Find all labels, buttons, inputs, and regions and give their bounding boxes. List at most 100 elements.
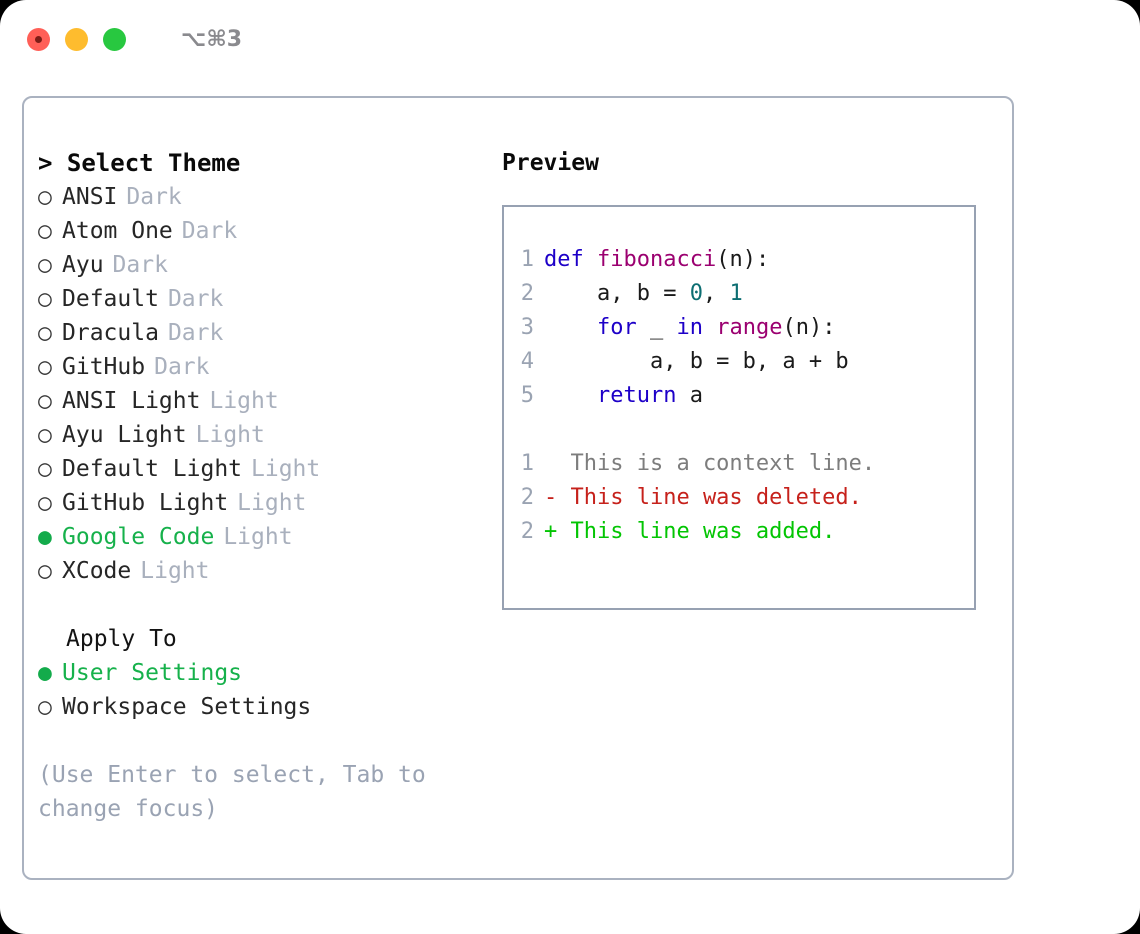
radio-unselected-icon: ○	[38, 320, 52, 346]
apply-to-option-user-settings[interactable]: ● User Settings	[38, 656, 488, 690]
code-line: 1 def fibonacci(n):	[504, 243, 974, 277]
theme-option-label: GitHub Light	[62, 490, 229, 516]
theme-option-variant: Dark	[167, 286, 224, 312]
minimize-button[interactable]	[65, 27, 88, 51]
theme-option-variant: Light	[209, 388, 279, 414]
code-line-text: a, b = b, a + b	[544, 345, 849, 379]
theme-option-ansi[interactable]: ○ ANSI Dark	[38, 180, 488, 214]
code-token-pl	[544, 383, 597, 408]
code-token-pl: a, b =	[544, 281, 690, 306]
code-token-pl: a	[676, 383, 703, 408]
theme-option-label: Dracula	[62, 320, 159, 346]
title-bar: ⌥⌘3	[0, 0, 1140, 78]
code-line-number: 1	[520, 247, 534, 272]
radio-unselected-icon: ○	[38, 252, 52, 278]
theme-option-label: Atom One	[62, 218, 173, 244]
diff-line-text: This is a context line.	[544, 451, 876, 476]
theme-option-variant: Dark	[126, 184, 182, 210]
theme-option-variant: Dark	[181, 218, 238, 244]
apply-to-options-list[interactable]: ● User Settings ○ Workspace Settings	[38, 656, 488, 724]
diff-line-number: 2	[520, 485, 534, 510]
code-token-kw: in	[676, 315, 703, 340]
radio-unselected-icon: ○	[38, 422, 52, 448]
theme-option-label: Default Light	[62, 456, 243, 482]
radio-unselected-icon: ○	[38, 694, 52, 720]
radio-unselected-icon: ○	[38, 184, 52, 210]
code-line: 4 a, b = b, a + b	[504, 345, 974, 379]
code-line-number: 5	[520, 383, 534, 408]
theme-option-variant: Light	[251, 456, 321, 482]
theme-option-variant: Dark	[167, 320, 224, 346]
code-token-pl: ,	[702, 281, 730, 306]
theme-option-variant: Light	[140, 558, 210, 584]
theme-option-variant: Light	[237, 490, 307, 516]
theme-option-default[interactable]: ○ Default Dark	[38, 282, 488, 316]
theme-option-label: Ayu	[62, 252, 104, 278]
code-line-number: 4	[520, 349, 534, 374]
code-token-pl: (n):	[716, 247, 770, 272]
code-token-pl	[544, 315, 597, 340]
code-token-kw: for	[596, 315, 637, 340]
apply-to-option-label: Workspace Settings	[62, 694, 312, 720]
select-theme-heading: > Select Theme	[38, 149, 241, 177]
code-token-fn: fibonacci	[596, 247, 717, 272]
diff-line-text: - This line was deleted.	[544, 485, 862, 510]
keyboard-hint-text: (Use Enter to select, Tab to change focu…	[38, 762, 440, 822]
apply-to-option-label: User Settings	[62, 660, 243, 686]
code-token-kw: return	[596, 383, 677, 408]
radio-selected-icon: ●	[38, 524, 52, 550]
radio-unselected-icon: ○	[38, 456, 52, 482]
radio-unselected-icon: ○	[38, 286, 52, 312]
code-token-num: 1	[729, 281, 743, 306]
code-token-pl: (n):	[782, 315, 836, 340]
diff-sample: 1 This is a context line. 2 - This line wa…	[504, 447, 974, 549]
theme-option-ayu-light[interactable]: ○ Ayu Light Light	[38, 418, 488, 452]
traffic-light-buttons	[27, 27, 126, 51]
theme-option-default-light[interactable]: ○ Default Light Light	[38, 452, 488, 486]
code-token-pl	[703, 315, 716, 340]
code-line-text: def fibonacci(n):	[544, 243, 769, 277]
code-line: 2 a, b = 0, 1	[504, 277, 974, 311]
theme-option-label: ANSI	[62, 184, 118, 210]
code-token-fn: range	[716, 315, 783, 340]
code-token-kw: def	[544, 247, 597, 272]
theme-option-label: Google Code	[62, 524, 215, 550]
theme-option-variant: Light	[195, 422, 265, 448]
section-spacer	[38, 588, 488, 622]
apply-to-option-workspace-settings[interactable]: ○ Workspace Settings	[38, 690, 488, 724]
theme-option-ansi-light[interactable]: ○ ANSI Light Light	[38, 384, 488, 418]
theme-option-dracula[interactable]: ○ Dracula Dark	[38, 316, 488, 350]
diff-line-text: + This line was added.	[544, 519, 836, 544]
radio-unselected-icon: ○	[38, 490, 52, 516]
code-blank-line	[504, 413, 974, 447]
theme-option-label: ANSI Light	[62, 388, 201, 414]
code-line-text: a, b = 0, 1	[544, 277, 743, 311]
radio-unselected-icon: ○	[38, 388, 52, 414]
code-line-text: return a	[544, 379, 703, 413]
code-token-pl: a, b = b, a + b	[544, 349, 849, 374]
theme-option-label: Default	[62, 286, 159, 312]
diff-line-ctx: 1 This is a context line.	[504, 447, 974, 481]
radio-selected-icon: ●	[38, 660, 52, 686]
radio-unselected-icon: ○	[38, 558, 52, 584]
theme-option-label: Ayu Light	[62, 422, 187, 448]
close-button[interactable]	[27, 27, 50, 51]
maximize-button[interactable]	[103, 27, 126, 51]
theme-option-github-light[interactable]: ○ GitHub Light Light	[38, 486, 488, 520]
radio-unselected-icon: ○	[38, 354, 52, 380]
theme-option-variant: Dark	[154, 354, 210, 380]
theme-option-variant: Dark	[112, 252, 168, 278]
diff-line-number: 1	[520, 451, 534, 476]
theme-option-ayu[interactable]: ○ Ayu Dark	[38, 248, 488, 282]
code-line: 5 return a	[504, 379, 974, 413]
